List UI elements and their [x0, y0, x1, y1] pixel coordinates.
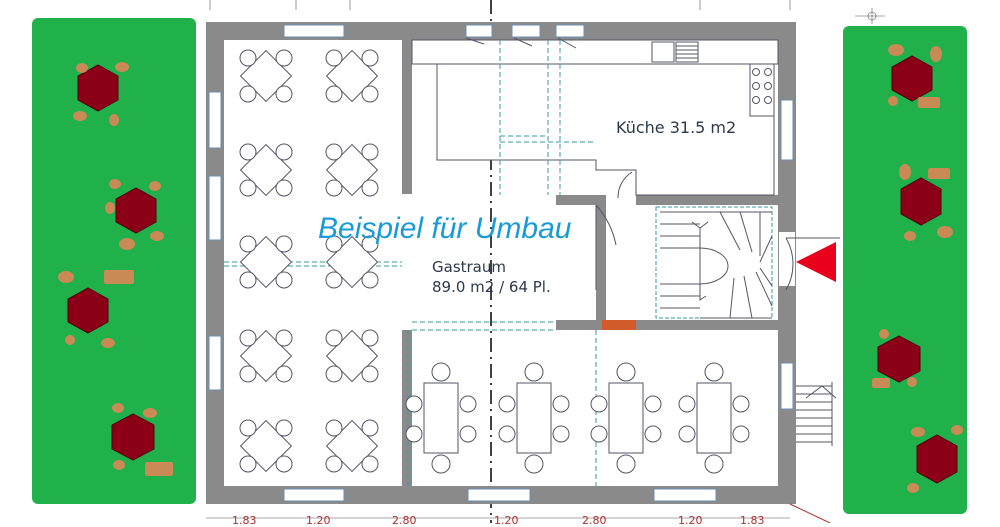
tree-3 — [67, 287, 109, 334]
plan-title: Beispiel für Umbau — [318, 212, 572, 245]
dimension-label: 1.83 — [232, 514, 257, 527]
shrubs-left — [58, 62, 173, 476]
dining-room-size: 89.0 m2 / 64 Pl. — [432, 278, 551, 296]
doors — [465, 37, 840, 291]
door-threshold — [602, 320, 636, 330]
kitchen-counter — [411, 39, 779, 196]
dining-room-name: Gastraum — [432, 258, 506, 276]
tree-1 — [77, 64, 119, 112]
rect-table-groups — [405, 362, 750, 474]
tree-7 — [877, 335, 921, 383]
guide-lines — [209, 0, 885, 24]
tree-2 — [115, 187, 157, 234]
entrance-opening — [779, 232, 795, 286]
entrance-steps — [796, 382, 837, 446]
dimension-label: 1.20 — [494, 514, 519, 527]
square-table-groups — [239, 49, 379, 473]
tree-6 — [900, 177, 942, 226]
tree-8 — [916, 434, 958, 484]
left-garden — [32, 18, 196, 504]
dimension-label: 1.20 — [678, 514, 703, 527]
windows — [208, 24, 794, 502]
dimension-label: 1.20 — [306, 514, 331, 527]
right-garden — [843, 26, 967, 514]
shrubs-right — [872, 44, 963, 493]
dimension-label: 2.80 — [582, 514, 607, 527]
entrance-marker — [796, 242, 836, 282]
tree-4 — [111, 413, 155, 461]
stairs — [655, 206, 773, 319]
kitchen-label: Küche 31.5 m2 — [616, 118, 737, 137]
tree-5 — [891, 55, 933, 102]
dimension-label: 2.80 — [392, 514, 417, 527]
dimension-label: 1.83 — [740, 514, 765, 527]
